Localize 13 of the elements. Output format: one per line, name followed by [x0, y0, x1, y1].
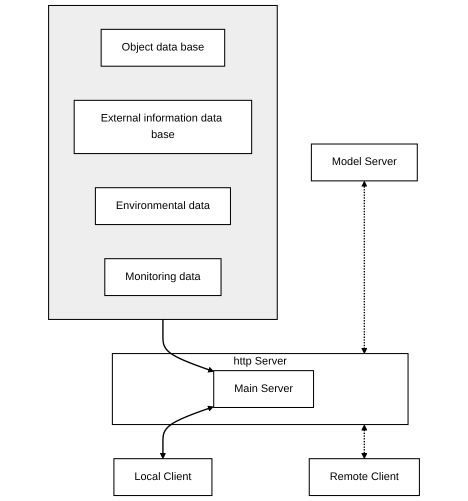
arrow — [361, 424, 368, 459]
arrow — [162, 319, 214, 372]
node-box: Main Server — [213, 370, 314, 408]
arrow — [361, 180, 368, 354]
node-box: Environmental data — [94, 187, 231, 226]
node-box: Monitoring data — [104, 258, 222, 296]
node-box: External information data base — [74, 100, 252, 154]
node-box: Object data base — [100, 28, 226, 67]
node-box: Model Server — [310, 144, 418, 182]
cluster — [48, 4, 278, 320]
node-box: Remote Client — [308, 458, 420, 496]
node-box: Local Client — [113, 458, 212, 496]
arrow — [160, 406, 214, 459]
